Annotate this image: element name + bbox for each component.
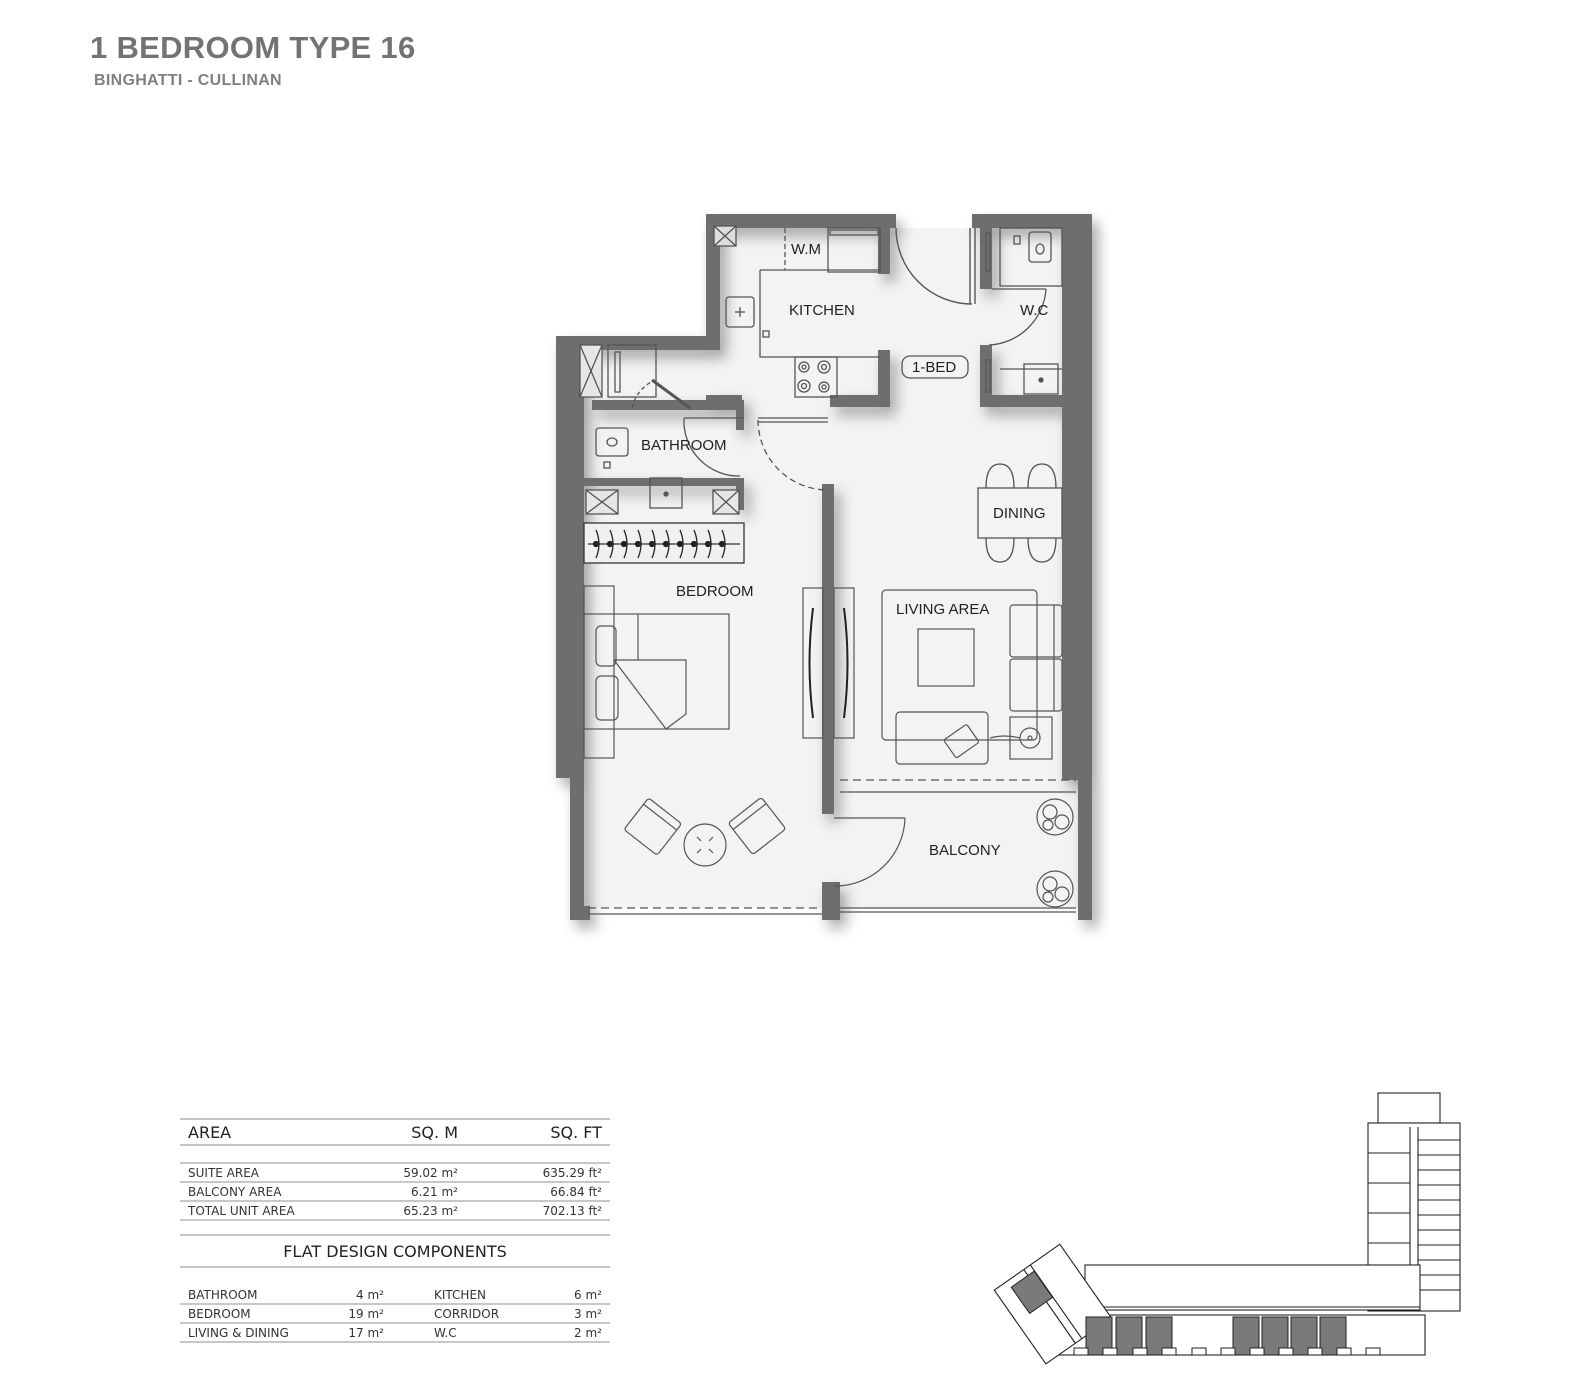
- entry-door: [895, 227, 976, 305]
- unit-tag-box: [901, 355, 969, 379]
- table-row: SUITE AREA 59.02 m² 635.29 ft²: [180, 1164, 610, 1183]
- unit-tag-label: 1-BED: [912, 359, 956, 376]
- wc-fixtures: [985, 227, 1063, 395]
- table-row: LIVING & DINING 17 m² W.C 2 m²: [180, 1324, 610, 1343]
- kitchen-fixtures: [713, 225, 881, 398]
- component-value: 19 m²: [348, 1306, 384, 1321]
- floor-plan: W.M KITCHEN 1-BED W.C BAT: [556, 214, 1092, 920]
- row-sqft: 635.29 ft²: [542, 1165, 602, 1180]
- page-title: 1 BEDROOM TYPE 16: [90, 30, 416, 65]
- component-label: W.C: [434, 1325, 457, 1340]
- walls: [556, 214, 1092, 920]
- row-label: BALCONY AREA: [188, 1184, 282, 1199]
- component-value: 6 m²: [574, 1287, 602, 1302]
- header-sqm: SQ. M: [411, 1122, 458, 1142]
- component-value: 4 m²: [356, 1287, 384, 1302]
- table-row: TOTAL UNIT AREA 65.23 m² 702.13 ft²: [180, 1202, 610, 1221]
- bedroom-furniture: [583, 585, 855, 915]
- bathroom-fixtures: [579, 344, 744, 515]
- balcony-fixtures: [833, 817, 1076, 913]
- row-sqft: 702.13 ft²: [542, 1203, 602, 1218]
- wc-label: W.C: [1020, 302, 1048, 319]
- dining-furniture: [977, 463, 1063, 563]
- wardrobe-hangers: [592, 529, 726, 559]
- component-value: 17 m²: [348, 1325, 384, 1340]
- components-title: FLAT DESIGN COMPONENTS: [180, 1234, 610, 1268]
- component-label: CORRIDOR: [434, 1306, 500, 1321]
- header-sqft: SQ. FT: [550, 1122, 602, 1142]
- component-label: LIVING & DINING: [188, 1325, 289, 1340]
- row-label: TOTAL UNIT AREA: [188, 1203, 295, 1218]
- bathroom-label: BATHROOM: [641, 437, 727, 454]
- balcony-label: BALCONY: [929, 842, 1001, 859]
- components-table: FLAT DESIGN COMPONENTS BATHROOM 4 m² KIT…: [180, 1234, 610, 1343]
- plant-icon: [1036, 798, 1074, 836]
- area-table-header: AREA SQ. M SQ. FT: [180, 1118, 610, 1146]
- table-row: BALCONY AREA 6.21 m² 66.84 ft²: [180, 1183, 610, 1202]
- component-label: BEDROOM: [188, 1306, 251, 1321]
- bedroom-label: BEDROOM: [676, 583, 754, 600]
- kitchen-label: KITCHEN: [789, 302, 855, 319]
- component-value: 2 m²: [574, 1325, 602, 1340]
- header-area: AREA: [188, 1122, 232, 1142]
- table-row: BEDROOM 19 m² CORRIDOR 3 m²: [180, 1305, 610, 1324]
- living-furniture: [840, 589, 1076, 793]
- component-label: BATHROOM: [188, 1287, 258, 1302]
- component-value: 3 m²: [574, 1306, 602, 1321]
- row-label: SUITE AREA: [188, 1165, 260, 1180]
- row-sqft: 66.84 ft²: [550, 1184, 602, 1199]
- living-area-label: LIVING AREA: [896, 601, 989, 618]
- row-sqm: 65.23 m²: [403, 1203, 458, 1218]
- project-subtitle: BINGHATTI - CULLINAN: [94, 72, 282, 89]
- row-sqm: 59.02 m²: [403, 1165, 458, 1180]
- dining-label: DINING: [993, 505, 1046, 522]
- area-table: AREA SQ. M SQ. FT SUITE AREA 59.02 m² 63…: [180, 1118, 610, 1221]
- bedroom-door: [757, 417, 829, 491]
- component-label: KITCHEN: [434, 1287, 486, 1302]
- table-row: BATHROOM 4 m² KITCHEN 6 m²: [180, 1286, 610, 1305]
- key-plan: [993, 1092, 1461, 1365]
- row-sqm: 6.21 m²: [410, 1184, 458, 1199]
- plant-icon: [1036, 870, 1074, 908]
- wm-label: W.M: [791, 241, 821, 258]
